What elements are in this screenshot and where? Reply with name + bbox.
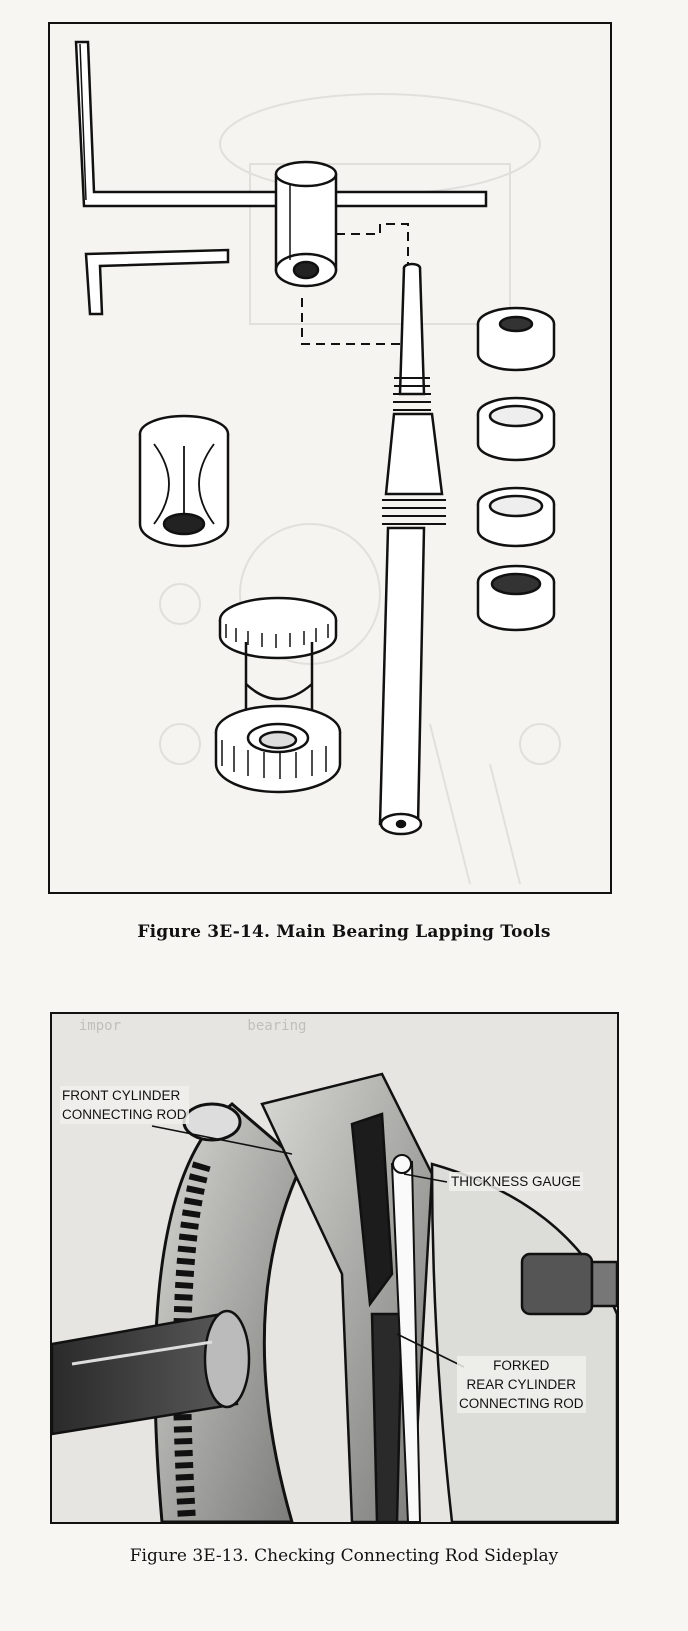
split-collet	[138, 414, 230, 548]
dashed-outline	[301, 223, 409, 345]
crankcase	[430, 1162, 617, 1522]
ring-3	[476, 486, 556, 548]
t-handle-sleeve	[274, 160, 338, 288]
callout-forked-line1: FORKED	[493, 1358, 550, 1373]
thickness-gauge	[390, 1154, 422, 1522]
callout-forked-line2: REAR CYLINDER	[466, 1377, 577, 1392]
connecting-rod-figure: impor bearing FRONT CYLINDER CONNECTING …	[50, 1012, 619, 1524]
lapping-rings	[476, 306, 556, 632]
figure-3e-14-caption: Figure 3E-14. Main Bearing Lapping Tools	[137, 922, 551, 942]
figure-3e-13-caption: Figure 3E-13. Checking Connecting Rod Si…	[129, 1546, 559, 1566]
callout-forked-line3: CONNECTING ROD	[459, 1396, 584, 1411]
long-hex-wrench	[74, 40, 488, 208]
bleed-through-text: impor bearing	[62, 1018, 307, 1034]
connecting-rods	[260, 1072, 434, 1522]
crankshaft	[52, 1309, 251, 1436]
lapping-tools-figure	[48, 22, 612, 894]
lapping-shaft	[378, 262, 446, 836]
lapping-tools-illustration	[74, 40, 561, 885]
knurled-lapping-head	[214, 596, 342, 794]
short-hex-wrench	[84, 248, 230, 316]
callout-front-line1: FRONT CYLINDER	[62, 1088, 181, 1103]
ring-2	[476, 396, 556, 462]
ring-1	[476, 306, 556, 372]
callout-front-line2: CONNECTING ROD	[62, 1107, 187, 1122]
callout-thickness-gauge: THICKNESS GAUGE	[449, 1172, 583, 1191]
ring-4	[476, 564, 556, 632]
callout-leaders	[151, 1125, 465, 1368]
callout-forked-rear-rod: FORKED REAR CYLINDER CONNECTING ROD	[457, 1356, 586, 1413]
callout-front-connecting-rod: FRONT CYLINDER CONNECTING ROD	[60, 1086, 189, 1124]
